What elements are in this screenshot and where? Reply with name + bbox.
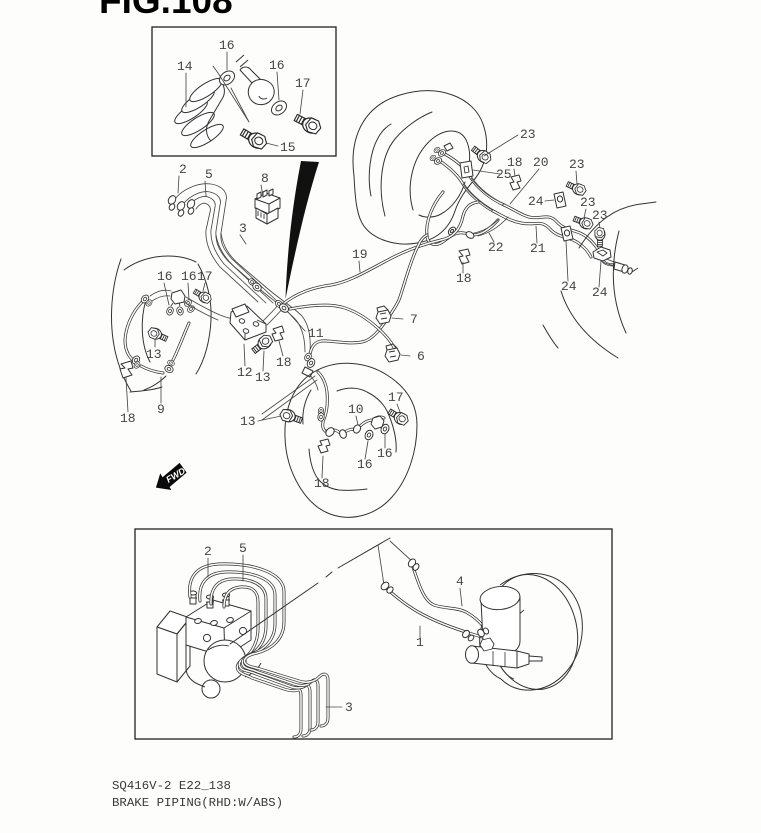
svg-text:13: 13 xyxy=(146,347,162,362)
svg-text:25: 25 xyxy=(496,167,512,182)
svg-text:FWD: FWD xyxy=(164,465,187,484)
svg-text:2: 2 xyxy=(204,544,212,559)
svg-text:8: 8 xyxy=(261,171,269,186)
svg-text:16: 16 xyxy=(357,457,373,472)
svg-text:11: 11 xyxy=(308,326,324,341)
svg-text:23: 23 xyxy=(592,208,608,223)
svg-text:16: 16 xyxy=(219,38,235,53)
svg-text:24: 24 xyxy=(528,194,544,209)
svg-text:16: 16 xyxy=(181,269,197,284)
svg-text:10: 10 xyxy=(348,402,364,417)
svg-text:6: 6 xyxy=(417,349,425,364)
svg-text:13: 13 xyxy=(240,414,256,429)
svg-text:12: 12 xyxy=(237,365,253,380)
svg-text:SQ416V-2 E22_138: SQ416V-2 E22_138 xyxy=(112,779,231,793)
svg-text:2: 2 xyxy=(179,162,187,177)
svg-text:20: 20 xyxy=(533,155,549,170)
svg-text:19: 19 xyxy=(352,247,368,262)
svg-text:FIG.108: FIG.108 xyxy=(99,0,233,21)
svg-text:16: 16 xyxy=(269,58,285,73)
svg-text:22: 22 xyxy=(488,240,504,255)
svg-text:17: 17 xyxy=(197,269,213,284)
svg-text:15: 15 xyxy=(280,140,296,155)
svg-text:13: 13 xyxy=(255,370,271,385)
svg-text:4: 4 xyxy=(456,574,464,589)
svg-text:17: 17 xyxy=(295,76,311,91)
svg-text:7: 7 xyxy=(410,312,418,327)
svg-text:18: 18 xyxy=(456,271,472,286)
svg-text:9: 9 xyxy=(157,402,165,417)
svg-text:24: 24 xyxy=(592,285,608,300)
svg-text:23: 23 xyxy=(520,127,536,142)
svg-text:1: 1 xyxy=(416,635,424,650)
svg-text:16: 16 xyxy=(377,446,393,461)
svg-text:18: 18 xyxy=(314,476,330,491)
svg-text:24: 24 xyxy=(561,279,577,294)
svg-text:3: 3 xyxy=(239,221,247,236)
svg-text:17: 17 xyxy=(388,390,404,405)
svg-text:5: 5 xyxy=(239,541,247,556)
svg-text:18: 18 xyxy=(507,155,523,170)
svg-text:5: 5 xyxy=(205,167,213,182)
svg-text:23: 23 xyxy=(580,195,596,210)
svg-text:21: 21 xyxy=(530,241,546,256)
svg-text:3: 3 xyxy=(345,700,353,715)
svg-text:14: 14 xyxy=(177,59,193,74)
svg-text:18: 18 xyxy=(276,355,292,370)
svg-text:18: 18 xyxy=(120,411,136,426)
svg-text:BRAKE PIPING(RHD:W/ABS): BRAKE PIPING(RHD:W/ABS) xyxy=(112,796,283,810)
svg-text:16: 16 xyxy=(157,269,173,284)
svg-text:23: 23 xyxy=(569,157,585,172)
